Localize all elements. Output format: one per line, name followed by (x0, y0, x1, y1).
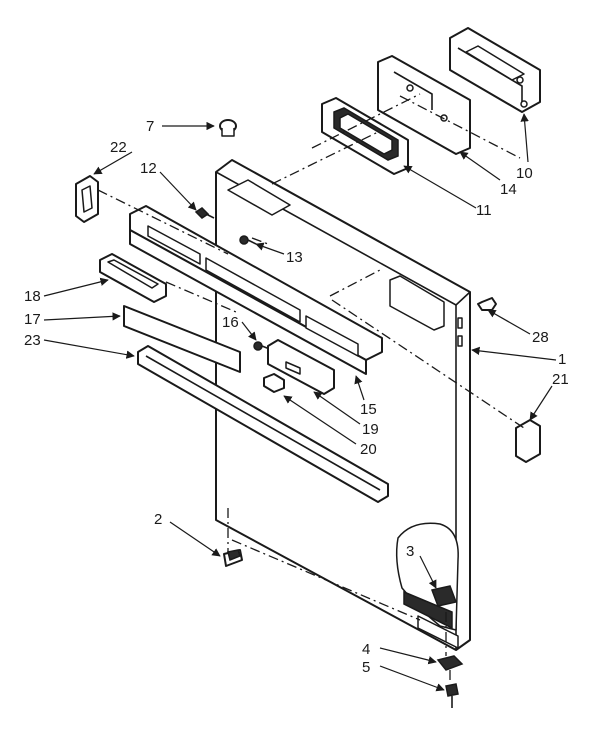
hinge-3 (430, 585, 458, 607)
screw-13 (239, 235, 257, 245)
callout-3: 3 (406, 543, 414, 560)
callout-10: 10 (516, 165, 533, 182)
switch-20 (263, 373, 285, 393)
washer-4 (436, 655, 464, 671)
callout-16: 16 (222, 314, 239, 331)
callout-17: 17 (24, 311, 41, 328)
callout-12: 12 (140, 160, 157, 177)
callout-5: 5 (362, 659, 370, 676)
callout-labels: 7 22 12 13 10 14 11 18 17 23 16 15 19 20… (24, 118, 569, 676)
callout-20: 20 (360, 441, 377, 458)
callout-28: 28 (532, 329, 549, 346)
callout-1: 1 (558, 351, 566, 368)
trim-18 (99, 253, 167, 303)
hinge-bracket-10 (449, 27, 541, 113)
foot-2 (223, 549, 243, 567)
end-cap-22 (75, 175, 99, 223)
screw-12 (194, 207, 215, 219)
trim-strip-23 (137, 345, 389, 503)
screw-16 (253, 341, 273, 351)
callout-19: 19 (362, 421, 379, 438)
callout-4: 4 (362, 641, 370, 658)
callout-7: 7 (146, 118, 154, 135)
callout-11: 11 (476, 202, 492, 219)
assembly-lines (97, 93, 525, 684)
callout-14: 14 (500, 181, 517, 198)
nut-28 (477, 297, 497, 311)
control-channel-15 (129, 205, 383, 375)
callout-18: 18 (24, 288, 41, 305)
callout-2: 2 (154, 511, 162, 528)
screw-5 (445, 683, 459, 708)
cap-21 (515, 419, 541, 463)
insert-17 (123, 305, 241, 373)
leader-lines (43, 113, 557, 692)
door-panel (215, 159, 471, 651)
bumper-7 (219, 119, 237, 137)
mounting-plate-14 (377, 55, 471, 155)
callout-22: 22 (110, 139, 127, 156)
callout-21: 21 (552, 371, 569, 388)
callout-23: 23 (24, 332, 41, 349)
callout-15: 15 (360, 401, 377, 418)
switch-button-19 (267, 339, 335, 395)
callout-13: 13 (286, 249, 303, 266)
